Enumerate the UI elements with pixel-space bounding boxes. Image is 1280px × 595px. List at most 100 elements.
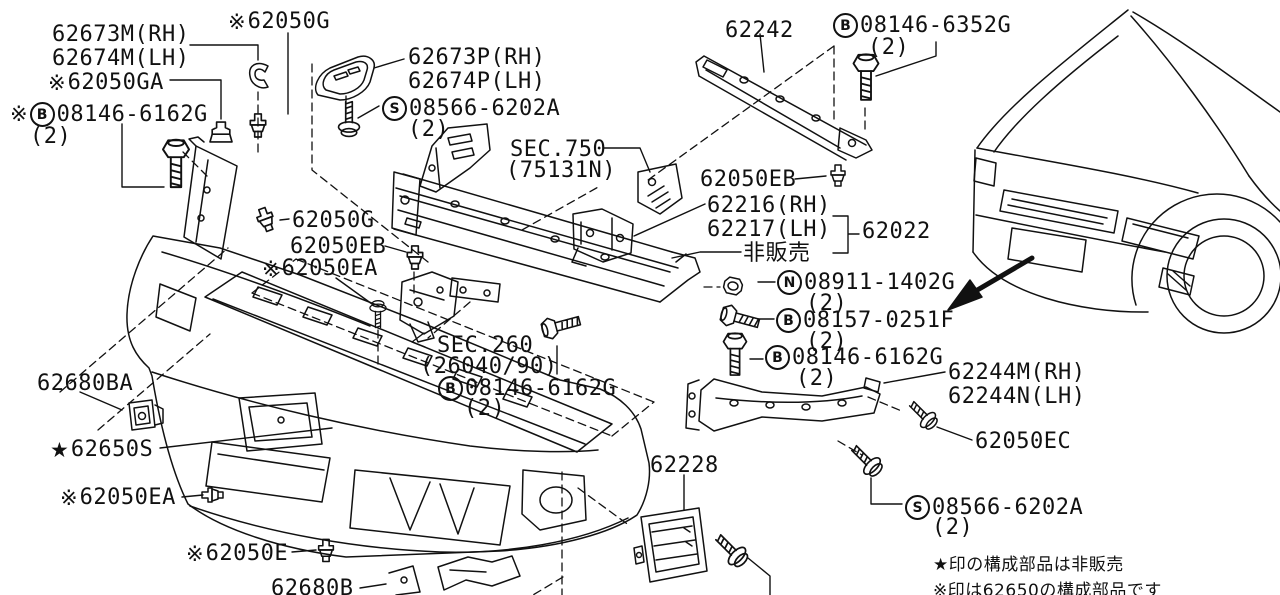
part-number-text: 62022	[862, 219, 931, 244]
label-62674m-lh: 62674M(LH)	[52, 48, 189, 70]
stay-bracket-62216-drawing	[571, 208, 634, 267]
c-clip-drawing	[248, 62, 269, 89]
circled-letter-s: S	[905, 495, 930, 520]
clip-icon	[201, 487, 224, 503]
label-sec750: SEC.750	[510, 139, 606, 161]
label-62673m-rh: 62673M(RH)	[52, 24, 189, 46]
label-08566-6202a-bottom-qty: (2)	[932, 517, 973, 539]
part-number-text: 62050GA	[67, 70, 164, 95]
part-number-text: (2)	[30, 124, 72, 149]
part-number-text: 62680BA	[37, 371, 134, 396]
star-symbol: ★	[50, 437, 69, 462]
part-number-text: (2)	[806, 329, 848, 354]
label-62216-rh: 62216(RH)	[707, 195, 831, 217]
part-number-text: 62050EA	[79, 485, 176, 510]
part-number-text: SEC.750	[510, 137, 607, 162]
label-62217-lh: 62217(LH)	[707, 219, 831, 241]
part-number-text: 62050EC	[975, 429, 1072, 454]
part-number-text: 62674P(LH)	[408, 69, 546, 94]
bolt-icon	[162, 138, 190, 189]
nut-icon	[721, 275, 745, 297]
part-number-text: 62680B	[271, 576, 354, 595]
label-62050g-top: ※62050G	[228, 11, 330, 33]
screw-icon	[337, 100, 361, 138]
part-number-text: 08566-6202A	[409, 95, 561, 121]
label-08157-0251f-qty: (2)	[806, 331, 847, 353]
label-62650s: ★62650S	[50, 439, 153, 461]
label-62050eb-right: 62050EB	[700, 169, 796, 191]
screw-icon	[369, 300, 387, 329]
part-number-text: 62050EB	[700, 167, 797, 192]
label-62680ba: 62680BA	[37, 373, 133, 395]
clip-icon	[317, 538, 335, 563]
part-number-text: 08146-6352G	[860, 12, 1012, 38]
grille-62228-drawing	[633, 507, 708, 583]
label-sec260-ref: (26040/90)	[420, 356, 557, 378]
part-number-text: 08566-6202A	[932, 494, 1084, 520]
label-62673p-rh: 62673P(RH)	[408, 47, 545, 69]
leader-lines	[79, 32, 973, 595]
label-08146-6352g-qty: (2)	[868, 37, 909, 59]
note-asterisk-parts: ※印は62650の構成部品です	[933, 583, 1162, 595]
circled-letter-b: B	[29, 102, 55, 127]
label-62674p-lh: 62674P(LH)	[408, 71, 545, 93]
part-number-text: (2)	[932, 515, 974, 540]
corner-bracket-drawing	[183, 136, 238, 260]
part-number-text: 62050EA	[281, 256, 378, 281]
label-62228: 62228	[650, 455, 719, 477]
reference-mark-symbol: ※	[262, 256, 280, 281]
part-number-text: ★印の構成部品は非販売	[933, 555, 1124, 575]
reference-mark-symbol: ※	[60, 485, 78, 510]
reference-mark-symbol: ※	[228, 9, 246, 34]
label-08146-6162g-right-qty: (2)	[796, 368, 837, 390]
part-number-text: 62216(RH)	[707, 193, 831, 218]
part-number-text: 08146-6162G	[792, 344, 944, 370]
upper-bar-62242-drawing	[695, 55, 873, 161]
part-number-text: 62217(LH)	[707, 217, 831, 242]
circled-letter-b: B	[833, 13, 858, 38]
note-star-parts: ★印の構成部品は非販売	[933, 557, 1124, 574]
screw-icon	[709, 528, 753, 572]
circled-letter-b: B	[765, 345, 790, 370]
label-62050g-mid: 62050G	[292, 210, 374, 232]
part-number-text: 62050G	[247, 9, 331, 34]
bumper-fascia-drawing	[126, 235, 651, 558]
label-62680b: 62680B	[271, 578, 353, 595]
part-number-text: (2)	[796, 366, 838, 391]
part-number-text: (26040/90)	[420, 354, 558, 379]
part-number-text: 62228	[650, 453, 719, 478]
bracket-62680b-drawing	[388, 555, 521, 595]
label-08566-6202a-top-qty: (2)	[408, 119, 449, 141]
clip-62680ba-drawing	[128, 399, 164, 431]
clip-icon	[406, 245, 424, 270]
part-number-text: 62050EB	[290, 234, 387, 259]
part-number-text: 非販売	[743, 241, 811, 266]
part-number-text: SEC.260	[437, 333, 534, 358]
reference-mark-symbol: ※	[186, 541, 204, 566]
label-08146-6162g-center-qty: (2)	[464, 398, 505, 420]
part-number-text: (75131N)	[506, 158, 616, 183]
part-number-text: (2)	[408, 117, 450, 142]
label-62244m-rh: 62244M(RH)	[948, 362, 1085, 384]
bolt-icon	[538, 309, 583, 342]
bolt-icon	[722, 332, 748, 376]
sec750-bracket-drawing	[637, 163, 683, 215]
part-number-text: 62050E	[205, 541, 289, 566]
circled-letter-n: N	[777, 270, 802, 295]
part-number-text: (2)	[806, 291, 848, 316]
label-62242: 62242	[725, 20, 794, 42]
stay-62244-drawing	[685, 377, 881, 432]
clip-icon	[253, 205, 278, 234]
part-number-text: 62244M(RH)	[948, 360, 1086, 385]
car-illustration	[972, 9, 1280, 334]
label-62050ga: ※62050GA	[48, 72, 164, 94]
label-sec750-ref: (75131N)	[506, 160, 616, 182]
label-sec260: SEC.260	[437, 335, 533, 357]
